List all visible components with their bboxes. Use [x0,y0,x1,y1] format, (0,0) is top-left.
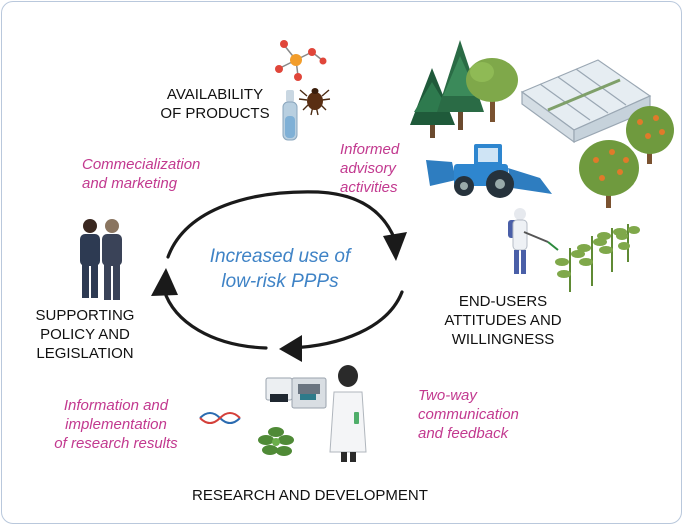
flow-two-way: Two-way communication and feedback [418,386,568,443]
node-availability-line-2: OF PRODUCTS [160,105,270,122]
flow-advisory-line-3: activities [340,179,398,196]
arrow-left [162,288,268,350]
flow-advisory-line-1: Informed [340,141,400,158]
tractor-icon [426,144,552,198]
flow-two-way-line-2: communication [418,406,519,423]
flow-commercialization: Commecialization and marketing [82,155,262,193]
flow-two-way-line-1: Two-way [418,387,477,404]
orchard-tree-icon [579,106,674,208]
node-policy-line-2: POLICY AND [40,326,130,343]
cycle-arrows [162,190,404,350]
node-end-users-line-1: END-USERS [458,293,548,310]
node-policy-line-1: SUPPORTING [35,307,135,324]
center-line-1: Increased use of [209,246,351,267]
node-research: RESEARCH AND DEVELOPMENT [160,486,460,505]
lab-instrument-icon [265,377,327,409]
tick-icon [298,88,331,116]
chemical-molecule-icon [275,40,327,81]
flow-commercialization-line-2: and marketing [82,175,178,192]
business-people-icon [80,219,122,300]
crop-plants-icon [555,224,640,292]
sprayer-worker-icon [508,208,559,274]
flow-advisory: Informed advisory activities [340,140,440,197]
leaf-rosette-icon [258,427,294,456]
node-research-line-1: RESEARCH AND DEVELOPMENT [192,487,428,504]
flow-information-line-1: Information and [63,397,169,414]
flow-information: Information and implementation of resear… [36,396,196,453]
node-end-users-line-2: ATTITUDES AND [444,312,562,329]
node-policy-line-3: LEGISLATION [36,345,134,362]
flow-information-line-3: of research results [54,435,178,452]
node-availability-line-1: AVAILABILITY [166,86,264,103]
node-end-users: END-USERS ATTITUDES AND WILLINGNESS [428,292,578,349]
arrowhead-left [151,268,178,296]
arrowhead-right [383,232,407,261]
flow-information-line-2: implementation [65,416,167,433]
node-policy: SUPPORTING POLICY AND LEGISLATION [20,306,150,363]
flow-advisory-line-2: advisory [340,160,396,177]
arrowhead-bottom [279,335,302,362]
node-availability: AVAILABILITY OF PRODUCTS [150,85,280,123]
greenhouse-icon [520,59,652,144]
flow-commercialization-line-1: Commecialization [82,156,201,173]
node-end-users-line-3: WILLINGNESS [451,331,555,348]
vial-icon [282,90,298,141]
deciduous-tree-icon [466,58,518,122]
arrow-bottom [288,290,404,350]
dna-icon [199,412,241,424]
flow-two-way-line-3: and feedback [418,425,509,442]
scientist-icon [329,365,367,462]
center-line-2: low-risk PPPs [221,271,339,292]
arrow-top [166,190,397,259]
center-text: Increased use of low-risk PPPs [180,244,380,294]
